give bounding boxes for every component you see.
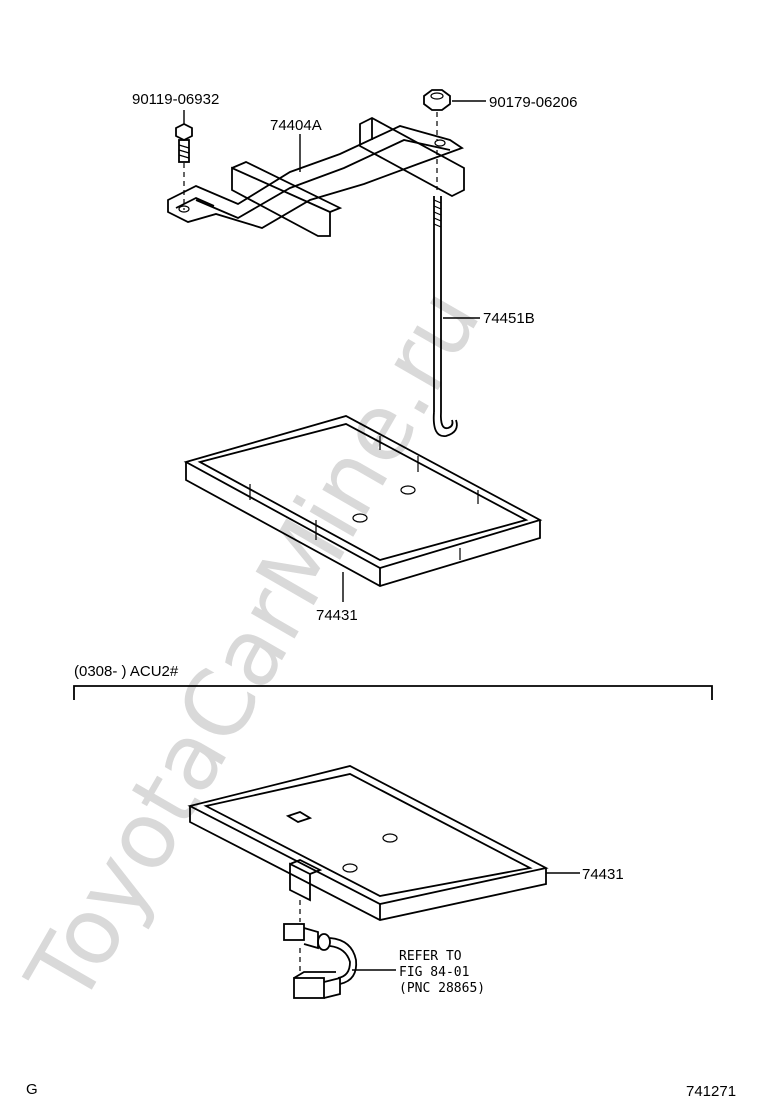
clamp-part: [167, 116, 465, 237]
refer-line-1: REFER TO: [399, 949, 462, 964]
section-bracket: [73, 685, 713, 700]
rod-part: [432, 150, 458, 437]
nut-part-number: 90179-06206: [489, 94, 577, 111]
diagram-number: 741271: [686, 1083, 736, 1100]
tray-bottom-part: [187, 765, 549, 922]
corner-code-left: G: [26, 1081, 38, 1098]
nut-part: [423, 89, 451, 140]
rod-part-number: 74451B: [483, 310, 535, 327]
bolt-part: [175, 122, 193, 210]
tray-top-part: [183, 415, 543, 587]
tray-top-part-number: 74431: [316, 607, 358, 624]
section-heading: (0308- ) ACU2#: [74, 663, 179, 680]
refer-line-3: (PNC 28865): [399, 981, 485, 996]
sensor-connector-part: [283, 923, 358, 999]
refer-line-2: FIG 84-01: [399, 965, 469, 980]
bolt-part-number: 90119-06932: [132, 91, 219, 108]
clamp-part-number: 74404A: [270, 117, 322, 134]
tray-bottom-part-number: 74431: [582, 866, 624, 883]
